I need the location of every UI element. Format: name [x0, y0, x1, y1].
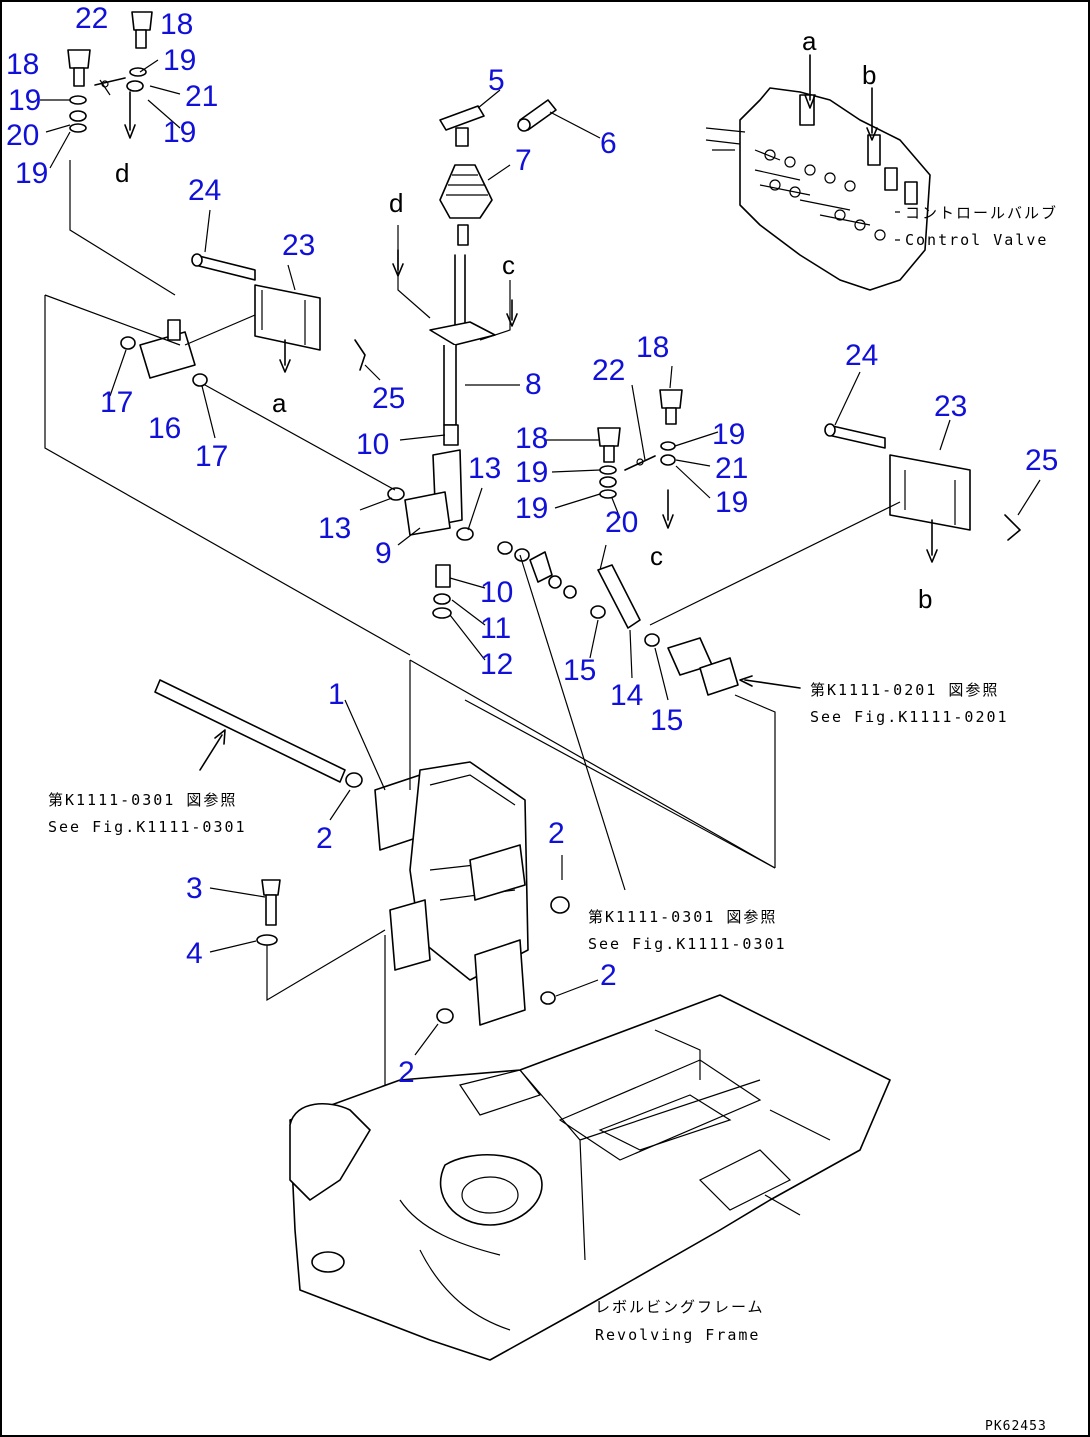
callout-20-top-left: 20	[6, 119, 39, 152]
right-bracket-assembly	[649, 423, 1021, 868]
control-valve-drawing	[705, 54, 931, 291]
main-bracket	[154, 554, 776, 1180]
letter-d-lever: d	[389, 188, 403, 218]
callout-23-left: 23	[282, 229, 315, 262]
callout-numbers: 22 18 18 19 19 21 19 20 19 d 5 6 7 24 23…	[6, 2, 1058, 1089]
revolving-frame-label-en: Revolving Frame	[595, 1326, 760, 1344]
callout-11: 11	[480, 612, 511, 645]
ref-0301-mid-en: See Fig.K1111-0301	[588, 935, 787, 953]
callout-7: 7	[515, 144, 532, 177]
leader-lines	[40, 59, 1041, 1056]
letter-a-left: a	[272, 388, 287, 418]
ref-0301-mid-jp: 第K1111-0301 図参照	[588, 908, 777, 926]
callout-25-right: 25	[1025, 444, 1058, 477]
callout-18-top-left-a: 18	[160, 8, 193, 41]
callout-21-top-left: 21	[185, 80, 218, 113]
callout-8: 8	[525, 368, 542, 401]
control-valve-label-jp: コントロールバルブ	[905, 204, 1058, 222]
callout-19-top-left-a: 19	[163, 44, 196, 77]
left-bracket-assembly	[44, 253, 411, 656]
callout-17-left-a: 17	[100, 386, 133, 419]
top-left-joint	[67, 11, 176, 296]
letter-a-top: a	[802, 26, 817, 56]
callout-18-right-top: 18	[636, 331, 669, 364]
callout-14: 14	[610, 679, 643, 712]
callout-2-right-top: 2	[548, 817, 565, 850]
callout-5: 5	[488, 64, 505, 97]
letter-d-top: d	[115, 158, 129, 188]
ref-0301-left-jp: 第K1111-0301 図参照	[48, 791, 237, 809]
ref-0201-jp: 第K1111-0201 図参照	[810, 681, 999, 699]
callout-24-left: 24	[188, 174, 221, 207]
callout-10-top: 10	[356, 428, 389, 461]
lever-knob-assembly	[392, 99, 557, 426]
callout-19-right-a: 19	[712, 418, 745, 451]
right-joint-assembly	[590, 389, 683, 647]
callout-25-left: 25	[372, 382, 405, 415]
callout-20-right: 20	[605, 506, 638, 539]
callout-19-top-left-c: 19	[163, 116, 196, 149]
callout-9: 9	[375, 537, 392, 570]
revolving-frame	[289, 994, 891, 1361]
letter-b-top: b	[862, 60, 876, 90]
callout-13-left: 13	[318, 512, 351, 545]
callout-19-top-left-d: 19	[15, 157, 48, 190]
callout-15-left: 15	[563, 654, 596, 687]
callout-6: 6	[600, 127, 617, 160]
callout-15-right: 15	[650, 704, 683, 737]
callout-3: 3	[186, 872, 203, 905]
pivot-block-assembly	[387, 424, 577, 619]
letter-b-right: b	[918, 584, 932, 614]
callout-23-right: 23	[934, 390, 967, 423]
callout-12: 12	[480, 648, 513, 681]
callout-19-right-b: 19	[515, 456, 548, 489]
callout-13-right: 13	[468, 452, 501, 485]
letter-c-lever: c	[502, 250, 515, 280]
callout-19-right-c: 19	[515, 492, 548, 525]
callout-10-bottom: 10	[480, 576, 513, 609]
drawing-code: PK62453	[985, 1419, 1047, 1434]
ref-0201-en: See Fig.K1111-0201	[810, 708, 1009, 726]
control-valve-label-en: Control Valve	[905, 231, 1048, 249]
callout-1: 1	[328, 678, 345, 711]
letter-c-right: c	[650, 541, 663, 571]
callout-19-top-left-b: 19	[8, 84, 41, 117]
ref-0301-left-en: See Fig.K1111-0301	[48, 818, 247, 836]
callout-2-left: 2	[316, 822, 333, 855]
callout-22-right: 22	[592, 354, 625, 387]
revolving-frame-label-jp: レボルビングフレーム	[595, 1298, 765, 1316]
callout-17-left-b: 17	[195, 440, 228, 473]
callout-16: 16	[148, 412, 181, 445]
callout-21-right: 21	[715, 452, 748, 485]
callout-18-right: 18	[515, 422, 548, 455]
callout-24-right: 24	[845, 339, 878, 372]
callout-4: 4	[186, 937, 203, 970]
callout-2-bottom: 2	[398, 1056, 415, 1089]
callout-19-right-d: 19	[715, 486, 748, 519]
callout-2-right-bottom: 2	[600, 959, 617, 992]
callout-18-top-left-b: 18	[6, 48, 39, 81]
callout-22-top-left: 22	[75, 2, 108, 35]
